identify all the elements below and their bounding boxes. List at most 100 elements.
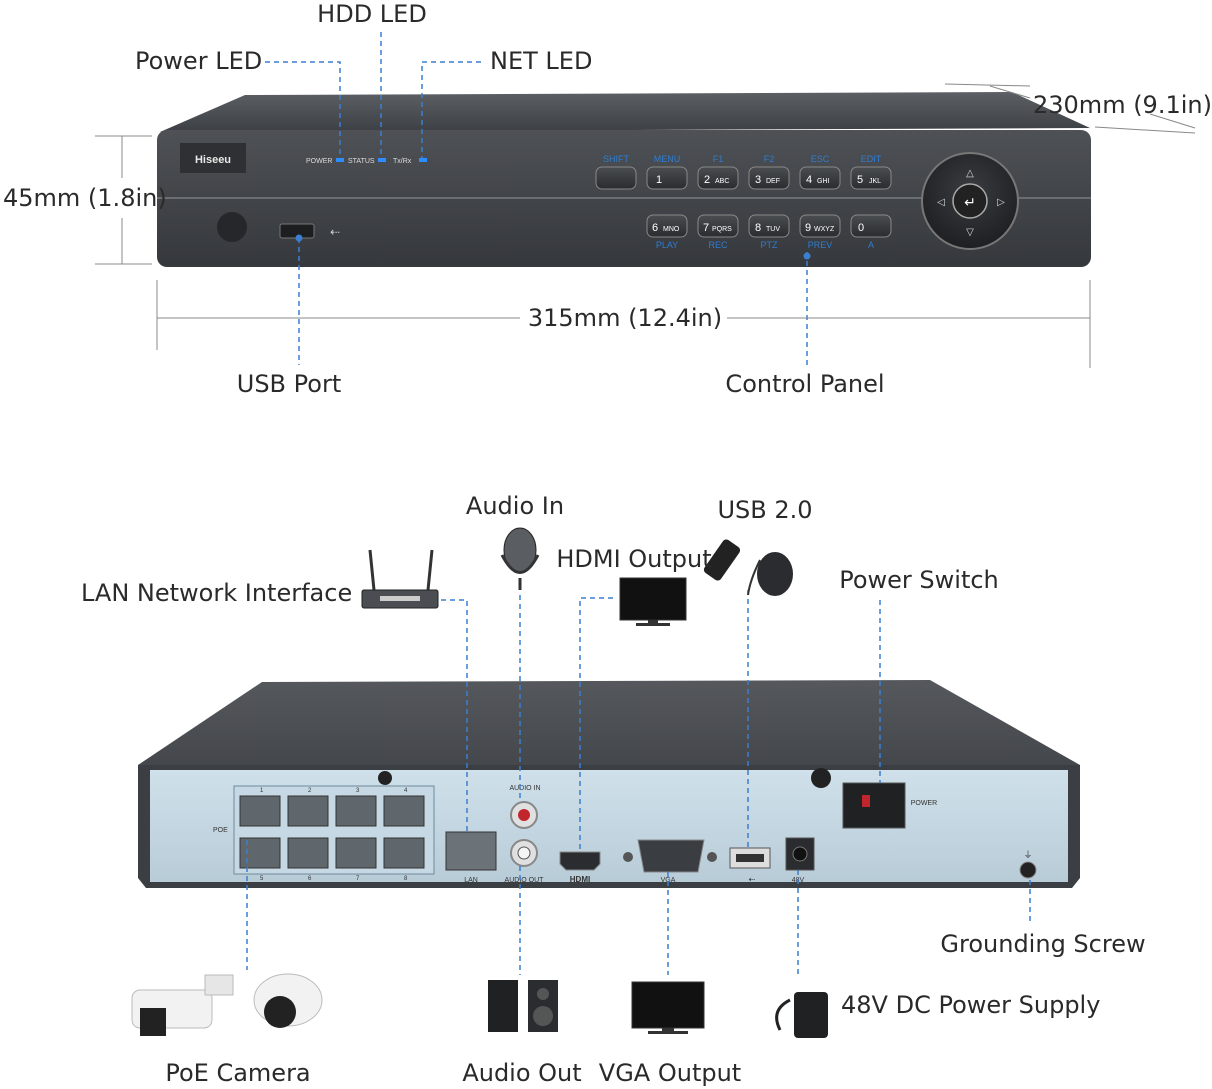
poe-port-4 — [383, 795, 425, 827]
key-main: 5 — [857, 174, 863, 186]
key-caption: PTZ — [761, 240, 779, 250]
power-led-label: Power LED — [135, 47, 263, 75]
usb-dot — [295, 234, 303, 242]
key-play: 6 MNO PLAY — [646, 214, 688, 250]
hdmi-line — [579, 597, 613, 852]
vga-screw-left — [623, 852, 633, 862]
monitor-base — [636, 623, 670, 626]
key-shift: SHIFT — [595, 154, 637, 190]
speakers-illustration — [488, 980, 558, 1032]
ir-receiver — [217, 212, 247, 242]
bullet-camera-mount — [204, 974, 234, 996]
port-number: 6 — [308, 876, 312, 882]
router-ports — [380, 596, 420, 601]
key-main: 4 — [806, 174, 812, 186]
hdmi-port — [559, 851, 601, 871]
control-panel-keys: SHIFT MENU 1 F1 2 ABC F2 3 DEF ESC 4 GHI… — [595, 152, 1019, 250]
port-number: 5 — [260, 876, 264, 882]
vga-screw-right — [707, 852, 717, 862]
key-main: 3 — [755, 174, 761, 186]
key-sub: JKL — [869, 178, 881, 185]
depth-ext-top — [944, 83, 1031, 87]
power-switch — [842, 782, 906, 829]
key-edit: EDIT 5 JKL — [850, 154, 892, 190]
vga-monitor-illustration — [631, 981, 705, 1034]
key-caption: F2 — [764, 154, 775, 164]
up-arrow-icon: △ — [966, 168, 974, 179]
dc-supply-label: 48V DC Power Supply — [841, 991, 1101, 1019]
width-dimension-label: 315mm (12.4in) — [527, 304, 723, 332]
key-sub: TUV — [766, 226, 780, 233]
poe-camera-illustration — [131, 973, 323, 1036]
power-switch-indicator — [862, 795, 870, 807]
router-illustration — [361, 549, 439, 609]
vga-port-label: VGA — [661, 877, 676, 884]
vga-port — [637, 839, 705, 873]
poe-port-1 — [239, 795, 281, 827]
poe-label: POE — [213, 827, 228, 834]
vga-monitor-neck — [662, 1028, 674, 1032]
depth-dim-bottom — [1149, 113, 1196, 129]
hdd-led-label: HDD LED — [317, 0, 427, 28]
port-number: 1 — [260, 788, 264, 794]
key-cap — [646, 214, 688, 238]
dome-camera-lens — [264, 996, 296, 1028]
port-number: 7 — [356, 876, 360, 882]
key-main: 9 — [805, 222, 811, 234]
key-sub: PQRS — [712, 226, 732, 233]
poe-port-numbers: 1 2 3 4 5 6 7 8 — [260, 788, 408, 882]
power-switch-port-label: POWER — [911, 800, 937, 807]
usb-devices-illustration — [703, 539, 793, 596]
rear-screw — [378, 771, 392, 785]
key-main: 7 — [703, 222, 709, 234]
key-rec: 7 PQRS REC — [697, 214, 739, 250]
ground-symbol-icon: ⏚ — [1023, 850, 1032, 860]
poe-port-6 — [287, 837, 329, 869]
depth-dimension-label: 230mm (9.1in) — [1033, 91, 1212, 119]
lan-line — [432, 599, 468, 832]
audio-out-jack-center — [517, 846, 531, 860]
enter-key — [952, 183, 988, 219]
speaker-left — [488, 980, 518, 1032]
key-cap — [850, 214, 892, 238]
dimension-lines — [95, 83, 1196, 368]
adapter-cable — [775, 998, 791, 1031]
poe-port-3 — [335, 795, 377, 827]
usb2-label: USB 2.0 — [717, 496, 813, 524]
dc-power-jack-center — [792, 846, 808, 862]
router-antenna-right — [426, 549, 434, 591]
front-callout-lines — [265, 32, 808, 365]
control-panel-label: Control Panel — [725, 370, 885, 398]
usb-port-label: USB Port — [236, 370, 342, 398]
poe-port-8 — [383, 837, 425, 869]
front-top-surface — [160, 92, 1090, 132]
key-ptz: 8 TUV PTZ — [748, 214, 790, 250]
key-cap — [799, 166, 841, 190]
port-number: 8 — [404, 876, 408, 882]
poe-ports — [239, 795, 425, 869]
enter-arrow-icon: ↵ — [964, 194, 976, 210]
key-cap — [748, 214, 790, 238]
key-f1: F1 2 ABC — [697, 154, 739, 190]
grounding-screw-label: Grounding Screw — [940, 930, 1146, 958]
front-callout-dots — [295, 234, 811, 260]
net-led-indicator — [419, 158, 427, 162]
key-caption: F1 — [713, 154, 724, 164]
key-main: 1 — [656, 174, 662, 186]
key-caption: PLAY — [656, 240, 678, 250]
rear-usb-symbol-icon: ⇠ — [749, 875, 756, 884]
net-led-line — [421, 61, 481, 158]
key-sub: ABC — [715, 178, 729, 185]
right-arrow-icon: ▷ — [997, 197, 1005, 208]
key-cap — [646, 166, 688, 190]
control-dot — [803, 252, 811, 260]
key-sub: WXYZ — [814, 226, 835, 233]
led-label-power: POWER — [306, 158, 332, 165]
key-a: 0 A — [850, 214, 892, 250]
down-arrow-icon: ▽ — [966, 227, 974, 238]
key-cap — [748, 166, 790, 190]
adapter-brick — [794, 992, 828, 1038]
port-number: 4 — [404, 788, 408, 794]
monitor-neck — [648, 620, 658, 624]
